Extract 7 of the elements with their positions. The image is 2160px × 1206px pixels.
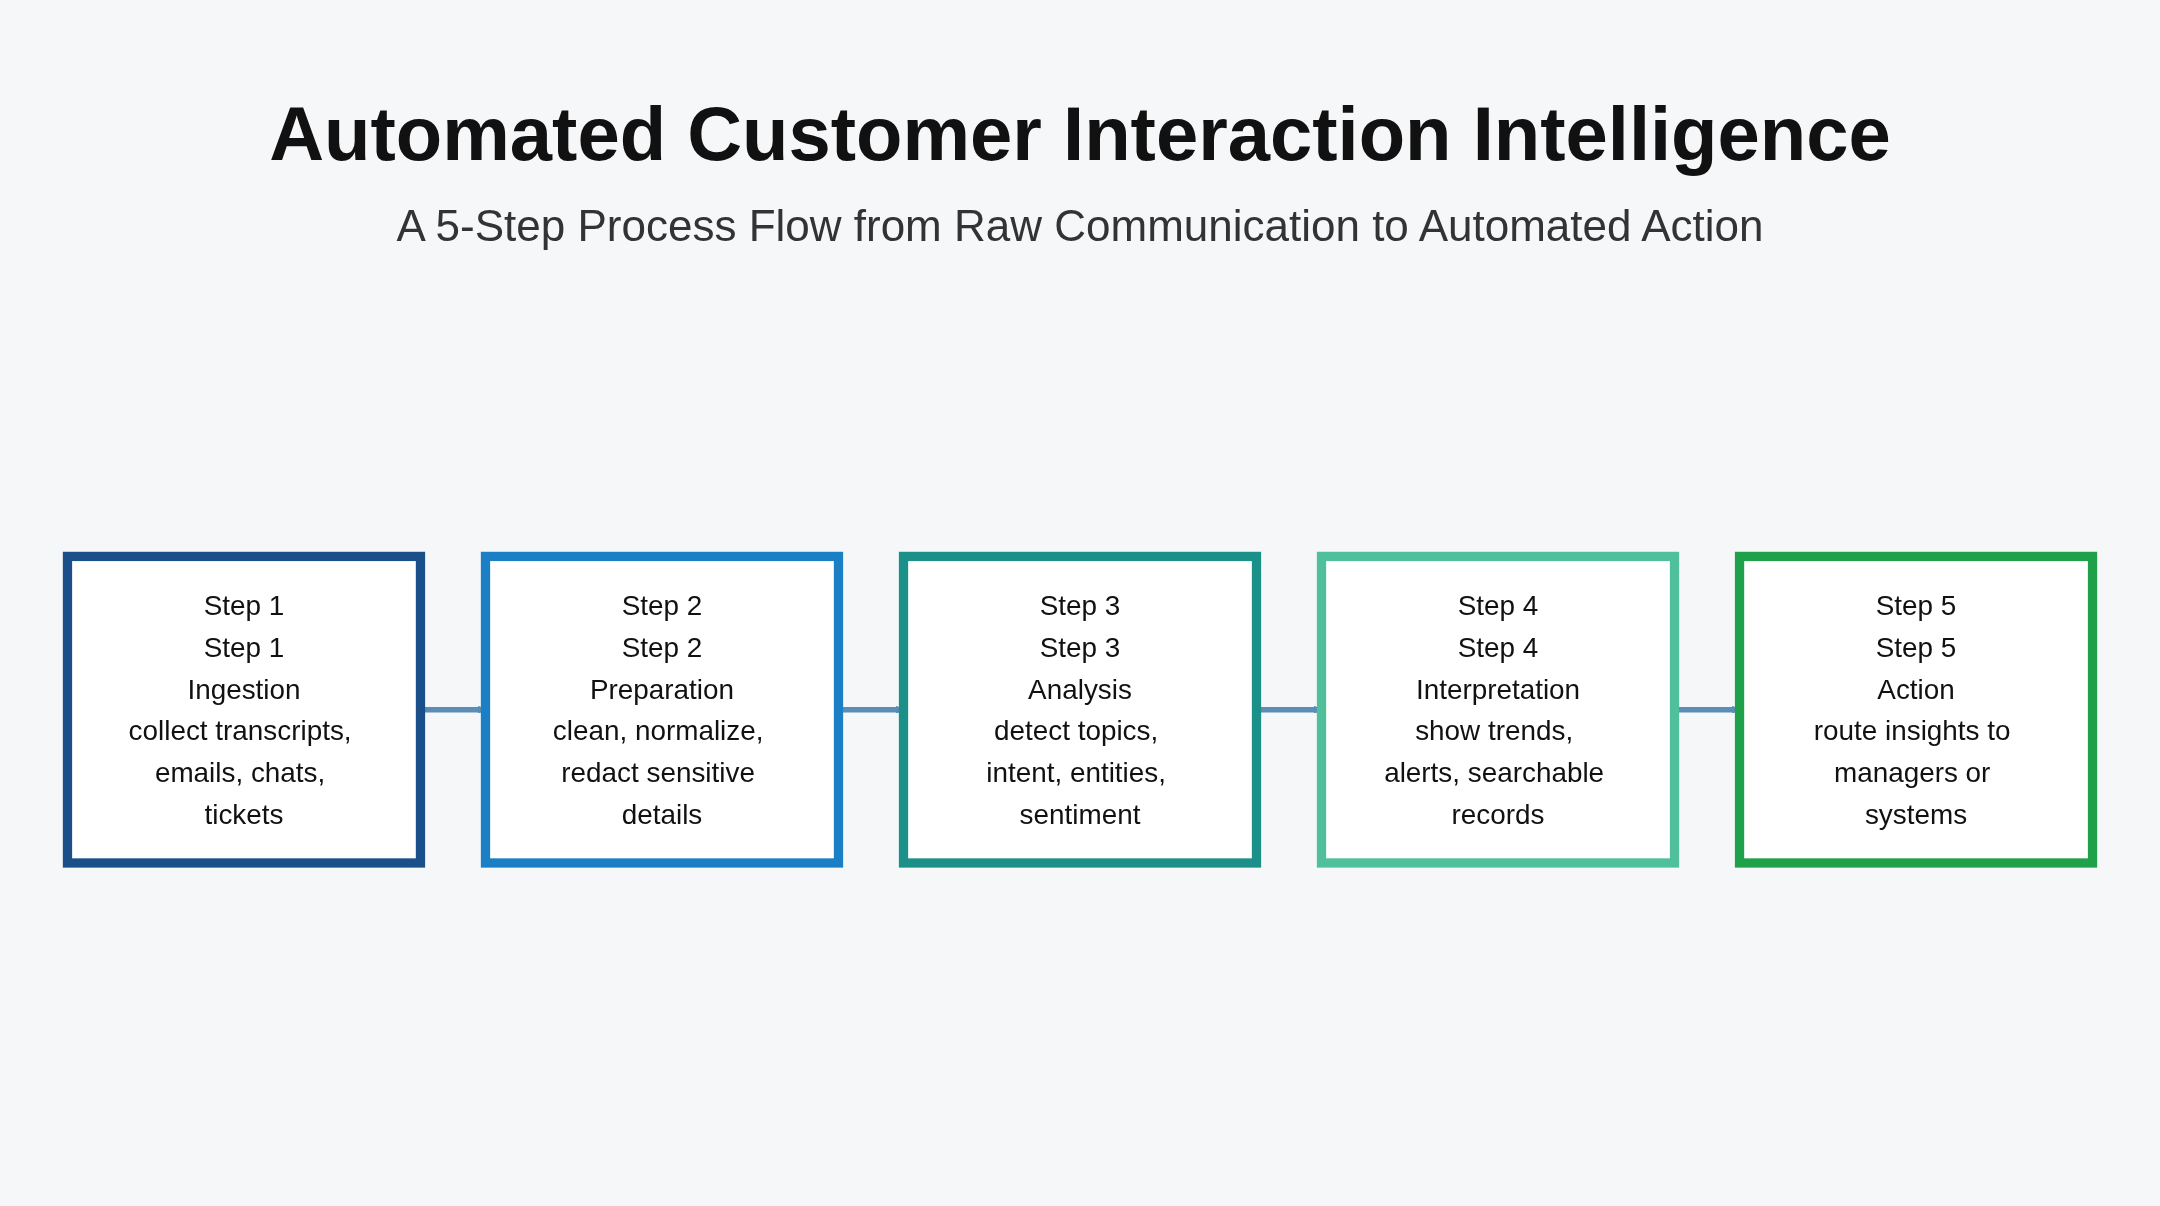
node-box: Step 3 Step 3 Analysis detect topics, intent, entities, sentiment [898,552,1262,868]
node-box: Step 2 Step 2 Preparation clean, normalize, redact sensitive details [480,552,844,868]
title: Automated Customer Interaction Intelligence [269,90,1891,177]
node-box: Step 1 Step 1 Ingestion collect transcripts, emails, chats, tickets [62,552,426,868]
subtitle: A 5-Step Process Flow from Raw Communication to Automated Action [396,201,1764,251]
node-box: Step 4 Step 4 Interpretation show trends, alerts, searchable records [1316,552,1680,868]
node-box: Step 5 Step 5 Action route insights to managers or systems [1734,552,2098,868]
